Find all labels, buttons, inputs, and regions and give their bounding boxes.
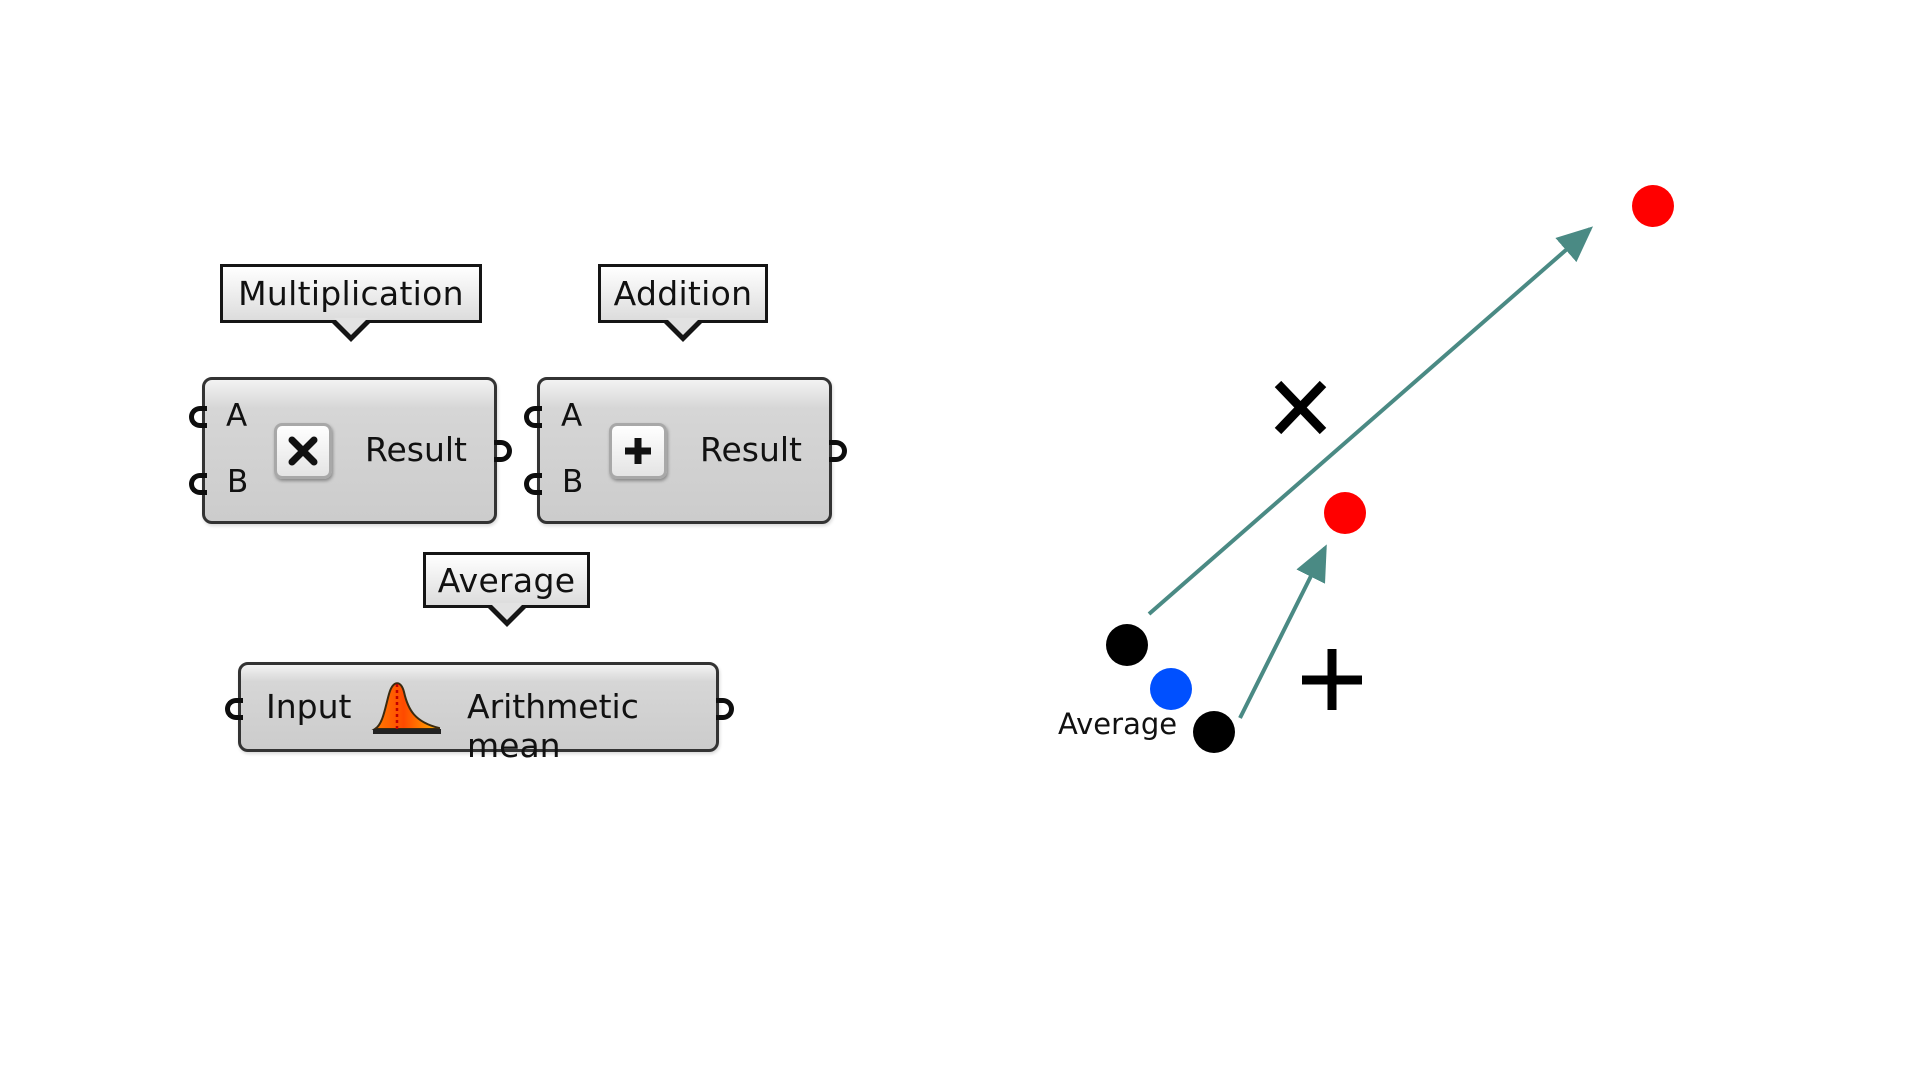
bell-curve-icon [371, 678, 443, 738]
addition-result-point [1324, 492, 1366, 534]
addition-tooltip-label: Addition [613, 274, 753, 313]
addition-tooltip: Addition [598, 264, 768, 342]
multiplication-vector-arrow [1147, 226, 1594, 616]
input-label: Input [266, 687, 352, 726]
input-grip-b[interactable] [189, 473, 207, 495]
input-b-label: B [227, 464, 249, 500]
average-component[interactable]: Input Arithmetic mean [225, 662, 734, 765]
tooltip-pointer [329, 318, 373, 342]
multiplication-tooltip: Multiplication [220, 264, 482, 342]
output-grip-mean[interactable] [716, 698, 734, 720]
addition-vector-arrow [1238, 544, 1327, 719]
multiply-icon [274, 423, 332, 479]
multiplication-result-point [1632, 185, 1674, 227]
input-point-2 [1193, 711, 1235, 753]
output-result-label: Result [365, 430, 467, 469]
output-grip-result[interactable] [494, 440, 512, 462]
output-mean-label: Arithmetic mean [467, 687, 639, 765]
input-a-label: A [561, 398, 583, 434]
multiplication-tooltip-label: Multiplication [238, 274, 464, 313]
average-point [1150, 668, 1192, 710]
input-grip[interactable] [225, 698, 243, 720]
input-point-1 [1106, 624, 1148, 666]
plus-icon [609, 423, 667, 479]
input-a-label: A [226, 398, 248, 434]
average-point-label: Average [1058, 707, 1178, 741]
output-result-label: Result [700, 430, 802, 469]
average-tooltip: Average [423, 552, 590, 627]
multiplication-component[interactable]: A B Result [189, 377, 512, 524]
input-grip-a[interactable] [524, 406, 542, 428]
multiply-symbol-icon [1274, 380, 1327, 435]
plus-symbol-icon [1302, 649, 1362, 710]
output-grip-result[interactable] [829, 440, 847, 462]
average-tooltip-label: Average [437, 560, 576, 600]
input-b-label: B [562, 464, 584, 500]
input-grip-a[interactable] [189, 406, 207, 428]
input-grip-b[interactable] [524, 473, 542, 495]
tooltip-pointer [484, 603, 529, 627]
addition-component[interactable]: A B Result [524, 377, 847, 524]
tooltip-pointer [661, 318, 705, 342]
